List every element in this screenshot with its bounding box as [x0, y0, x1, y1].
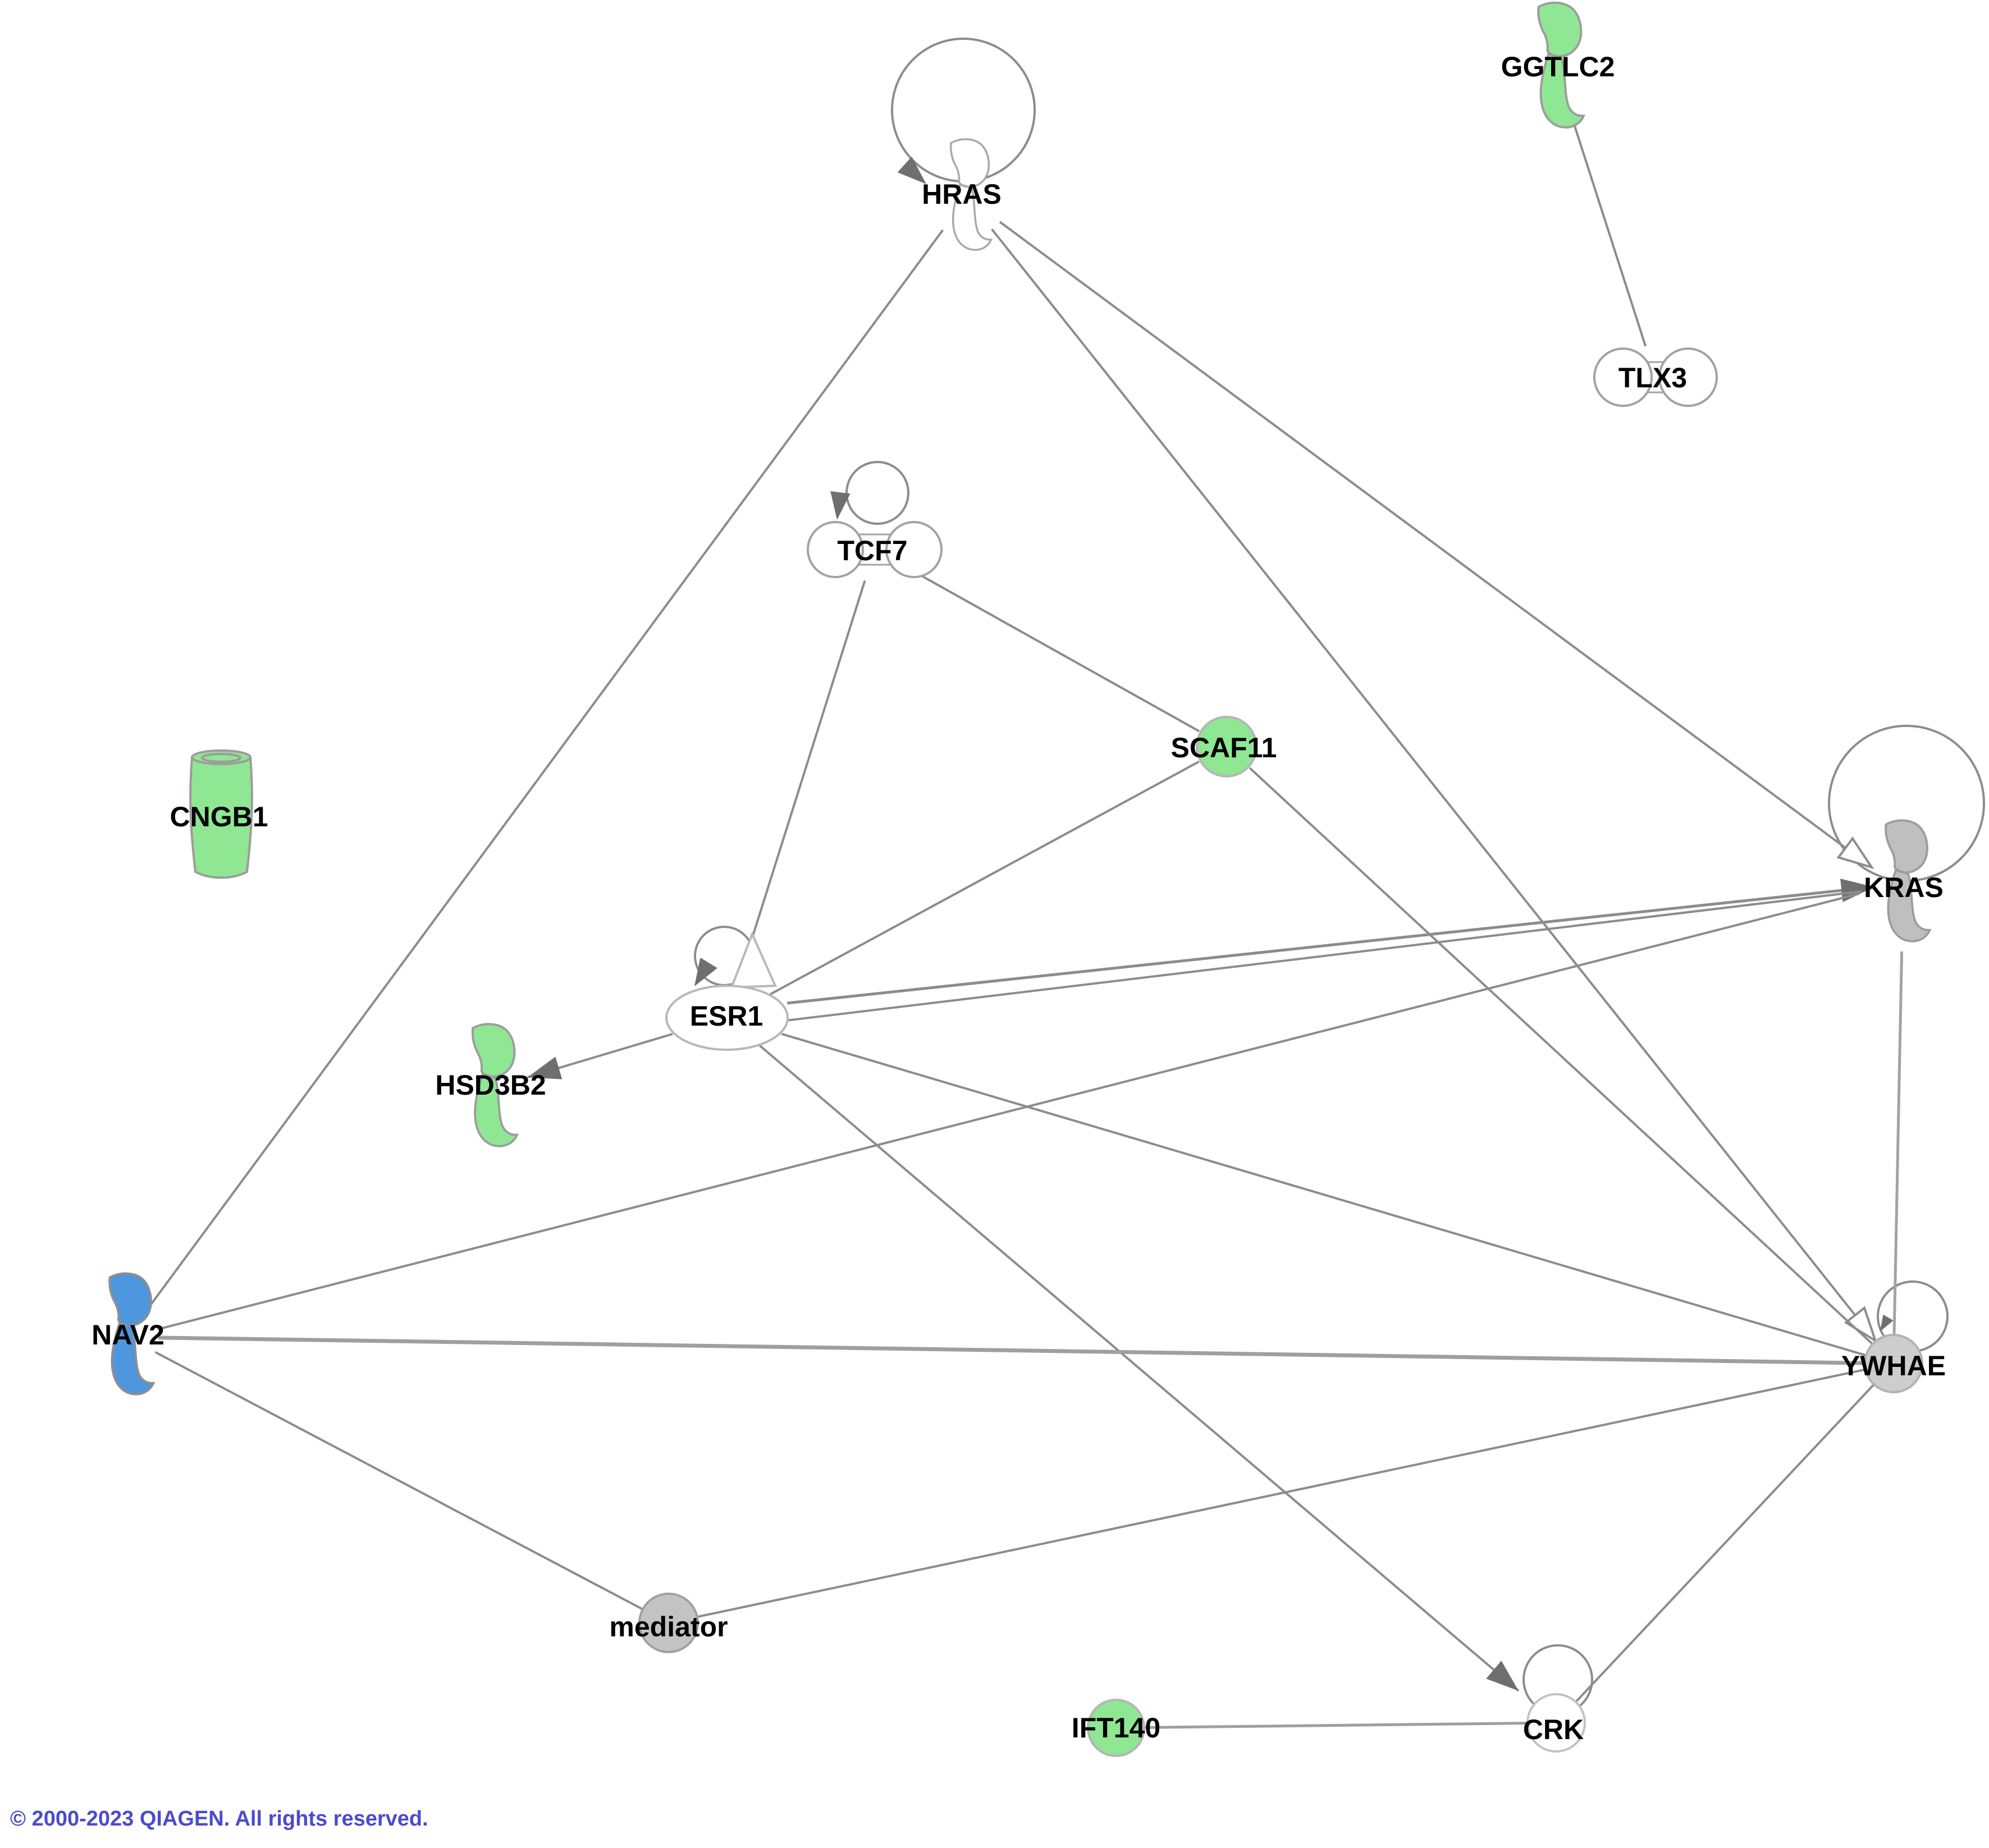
- edge-arrow-esr1-crk: [1486, 1661, 1519, 1691]
- edge-kras-ywhae[interactable]: [1892, 951, 1904, 1335]
- self-loop-arrow-ywhae: [1880, 1314, 1894, 1332]
- node-shape-ywhae[interactable]: [1864, 1334, 1923, 1393]
- node-tlx3[interactable]: [1593, 347, 1718, 407]
- node-label-ggtlc2: GGTLC2: [1501, 51, 1615, 83]
- edge-esr1-crk[interactable]: [758, 1045, 1520, 1692]
- node-label-hsd3b2: HSD3B2: [435, 1069, 546, 1101]
- node-shape-crk[interactable]: [1526, 1693, 1586, 1753]
- node-label-tcf7: TCF7: [838, 535, 908, 566]
- node-label-esr1: ESR1: [690, 1000, 763, 1032]
- node-label-crk: CRK: [1523, 1714, 1584, 1745]
- edge-ggtlc2-tlx3[interactable]: [1573, 125, 1647, 347]
- node-crk[interactable]: [1526, 1693, 1586, 1753]
- node-tcf7[interactable]: [807, 521, 943, 578]
- self-loop-arrow-esr1: [694, 957, 717, 986]
- edge-nav2-kras[interactable]: [157, 893, 1860, 1331]
- edge-nav2-ywhae[interactable]: [158, 1335, 1865, 1365]
- edge-arrow-esr1-hsd3b2: [527, 1056, 563, 1079]
- node-label-hras: HRAS: [922, 179, 1002, 210]
- node-label-cngb1: CNGB1: [170, 801, 268, 832]
- node-notch-esr1: [730, 931, 778, 989]
- node-label-mediator: mediator: [609, 1611, 728, 1643]
- edge-scaf11-ywhae[interactable]: [1249, 767, 1873, 1345]
- node-shape-tlx3-right[interactable]: [1658, 347, 1718, 407]
- node-label-nav2: NAV2: [92, 1319, 164, 1351]
- edge-nav2-mediator[interactable]: [154, 1351, 643, 1610]
- edge-mediator-ywhae[interactable]: [698, 1368, 1865, 1618]
- edge-hras-kras[interactable]: [999, 221, 1873, 868]
- edge-tcf7-scaf11[interactable]: [916, 571, 1200, 733]
- edge-esr1-tcf7[interactable]: [736, 580, 866, 986]
- edge-hras-nav2[interactable]: [145, 229, 944, 1311]
- edge-crk-ywhae[interactable]: [1575, 1384, 1874, 1702]
- node-label-ywhae: YWHAE: [1841, 1350, 1946, 1382]
- edge-arrow-hras-kras: [1836, 836, 1874, 870]
- node-shape-ift140[interactable]: [1087, 1699, 1145, 1757]
- node-shape-tlx3-left[interactable]: [1593, 347, 1653, 407]
- node-ywhae[interactable]: [1864, 1334, 1923, 1393]
- node-shape-tcf7-right[interactable]: [885, 521, 943, 578]
- node-label-ift140: IFT140: [1072, 1712, 1160, 1744]
- self-loop-tcf7: [845, 461, 909, 525]
- node-shape-esr1[interactable]: [665, 985, 789, 1051]
- edge-ift140-crk[interactable]: [1145, 1722, 1527, 1729]
- node-shape-mediator[interactable]: [638, 1593, 699, 1653]
- edge-esr1-kras-b[interactable]: [785, 890, 1862, 1022]
- node-scaf11[interactable]: [1196, 716, 1258, 777]
- self-loop-arrow-hras: [897, 157, 926, 184]
- edge-layer: [145, 125, 1904, 1729]
- self-loop-layer: [694, 38, 1985, 1715]
- node-ift140[interactable]: [1087, 1699, 1145, 1757]
- edge-esr1-scaf11[interactable]: [770, 760, 1200, 995]
- copyright-notice: © 2000-2023 QIAGEN. All rights reserved.: [10, 1807, 428, 1831]
- node-label-tlx3: TLX3: [1618, 362, 1687, 394]
- node-shape-cngb1[interactable]: [189, 756, 253, 879]
- edge-hras-ywhae[interactable]: [991, 228, 1877, 1342]
- node-label-kras: KRAS: [1864, 872, 1944, 903]
- node-layer: [108, 1, 1931, 1757]
- node-mediator[interactable]: [638, 1593, 699, 1653]
- node-shape-tcf7-left[interactable]: [807, 521, 864, 578]
- node-esr1[interactable]: [665, 931, 789, 1051]
- node-rim-inner-cngb1: [201, 753, 241, 763]
- edge-esr1-ywhae[interactable]: [781, 1032, 1866, 1357]
- node-shape-scaf11[interactable]: [1196, 716, 1258, 777]
- node-label-scaf11: SCAF11: [1171, 732, 1277, 763]
- self-loop-arrow-tcf7: [830, 491, 851, 520]
- node-cngb1[interactable]: [189, 749, 253, 879]
- edge-esr1-kras-a[interactable]: [787, 885, 1874, 1005]
